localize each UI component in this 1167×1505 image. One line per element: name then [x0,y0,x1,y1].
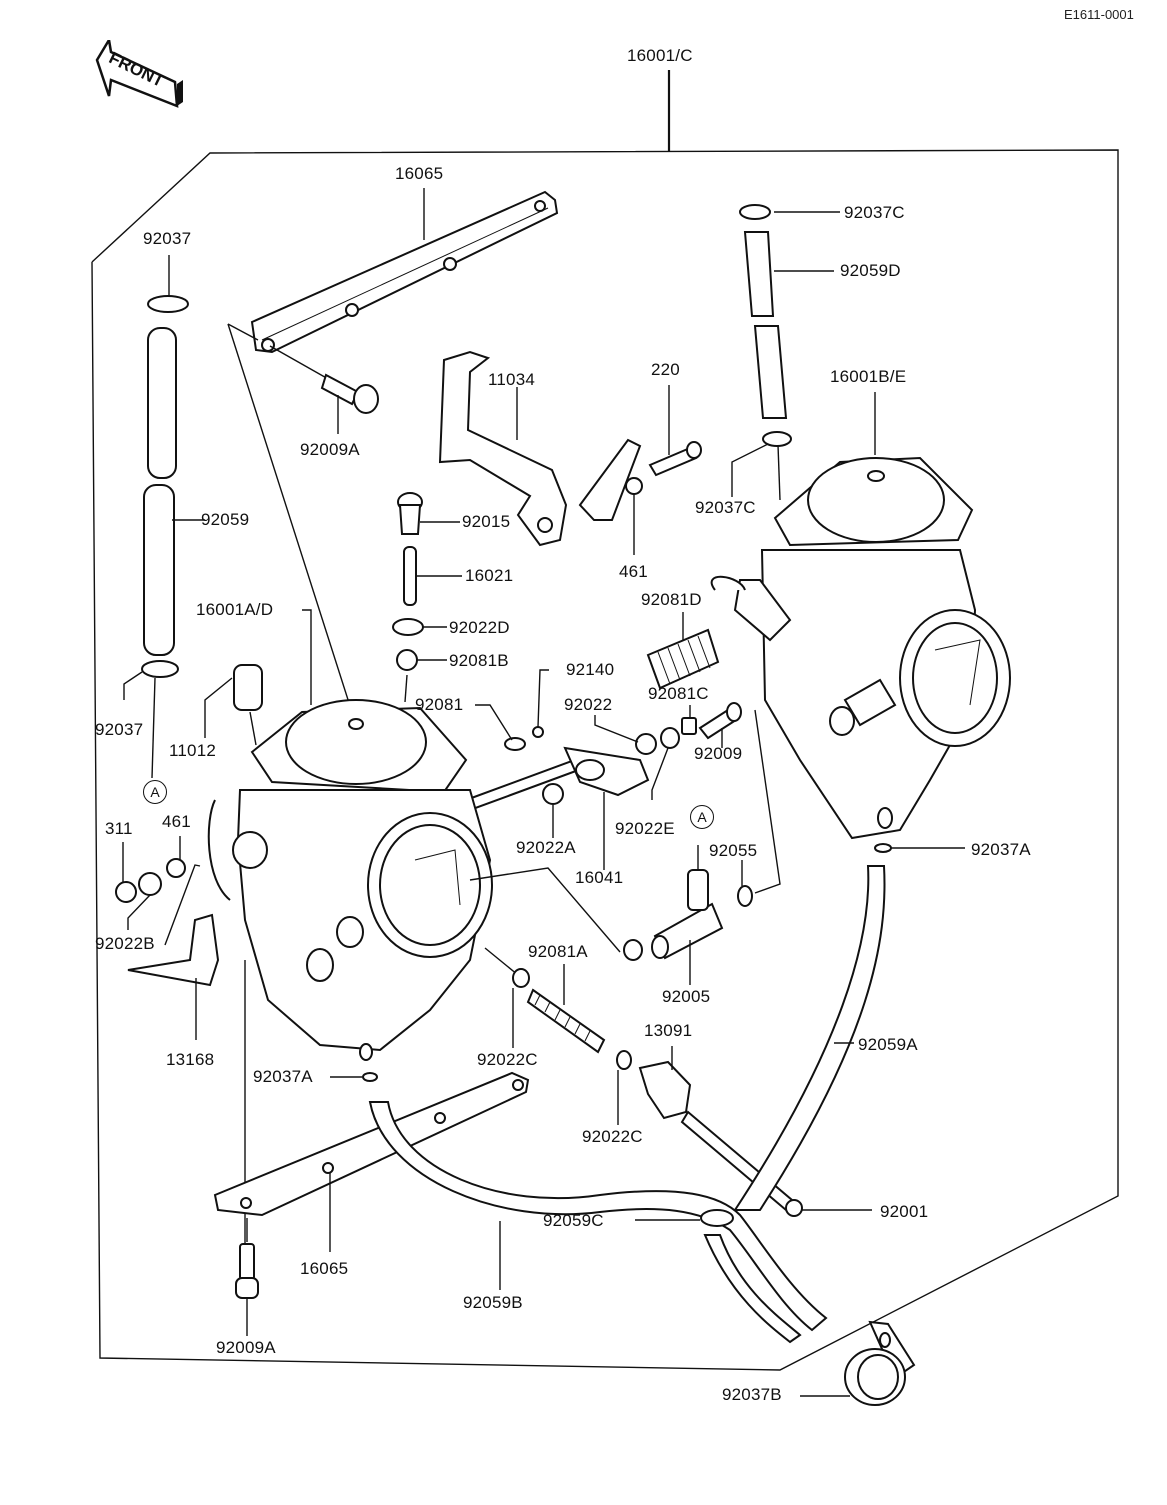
screw-220 [625,385,702,555]
part-label: 16041 [575,868,624,887]
part-label: 92022D [449,618,510,637]
part-label: 92001 [880,1202,929,1221]
part-label: 11034 [488,370,536,389]
part-label: 92059D [840,261,901,280]
part-label: 92037C [844,203,905,222]
part-label: 13091 [644,1021,693,1040]
part-label: 92015 [462,512,511,531]
part-label: 92059B [463,1293,523,1312]
fuel-rail-bottom [213,1071,530,1252]
part-label: 16021 [465,566,514,585]
part-label: 92009 [694,744,743,763]
part-label: 92022 [564,695,613,714]
part-label: 92055 [709,841,758,860]
part-label: 311 [105,819,133,838]
right-hose-92059D [731,204,840,501]
part-label: 92022C [477,1050,538,1069]
reference-code: E1611-0001 [1064,7,1134,22]
pilot-screw-stack [392,492,462,703]
part-label: 11012 [169,741,217,760]
assembly-label: 16001/C [627,46,693,65]
choke-lever-parts [115,836,246,1250]
part-label: 220 [651,360,680,379]
part-label: 92005 [662,987,711,1006]
left-hose-92059 [123,255,205,779]
arrow-left-icon [95,36,183,108]
right-hose-92059A [733,843,965,1211]
part-label: 16065 [395,164,444,183]
hose-92059B [368,1101,828,1344]
front-direction-arrow: FRONT [95,36,185,108]
part-label: 16001B/E [830,367,907,386]
idle-screw-parts [594,702,742,800]
spring-92081D [646,612,720,690]
callout-marker-a-right: A [690,805,714,829]
part-label: 16001A/D [196,600,274,619]
part-label: 461 [619,562,648,581]
part-label: 92009A [216,1338,276,1357]
part-label: 92037A [971,840,1031,859]
clip-92037A-left [330,1072,378,1082]
carburetor-left [207,609,493,1061]
part-label: 92022E [615,819,675,838]
part-label: 16065 [300,1259,349,1278]
part-label: 92081D [641,590,702,609]
clamp-92037B [800,1320,916,1406]
assembly-boundary [91,149,1119,1371]
carburetor-right [710,392,1011,840]
screw-92009A-top [269,345,379,434]
part-label: 92059 [201,510,250,529]
part-label: 92140 [566,660,615,679]
part-label: 92081A [528,942,588,961]
part-label: 92009A [300,440,360,459]
part-label: 92022B [95,934,155,953]
throttle-bracket-11034 [438,350,642,547]
part-label: 92059C [543,1211,604,1230]
part-label: 13168 [166,1050,215,1069]
small-spring-92081 [475,669,549,751]
part-label: 92022C [582,1127,643,1146]
leader-rail-stub [227,323,259,341]
filter-11012 [204,664,263,746]
part-label: 92059A [858,1035,918,1054]
part-label: 92037 [95,720,144,739]
part-label: 92037 [143,229,192,248]
bolt-92009A-bottom [235,1218,259,1336]
choke-shaft-16041 [464,746,650,870]
part-label: 92081B [449,651,509,670]
part-label: 92081C [648,684,709,703]
part-label: 92081 [415,695,464,714]
fuel-rail-top [250,190,559,354]
fuel-tee-92005 [469,709,781,985]
part-label: 92037A [253,1067,313,1086]
callout-marker-a-left: A [143,780,167,804]
part-label: 92037B [722,1385,782,1404]
part-label: 92022A [516,838,576,857]
part-label: 461 [162,812,191,831]
part-label: 92037C [695,498,756,517]
